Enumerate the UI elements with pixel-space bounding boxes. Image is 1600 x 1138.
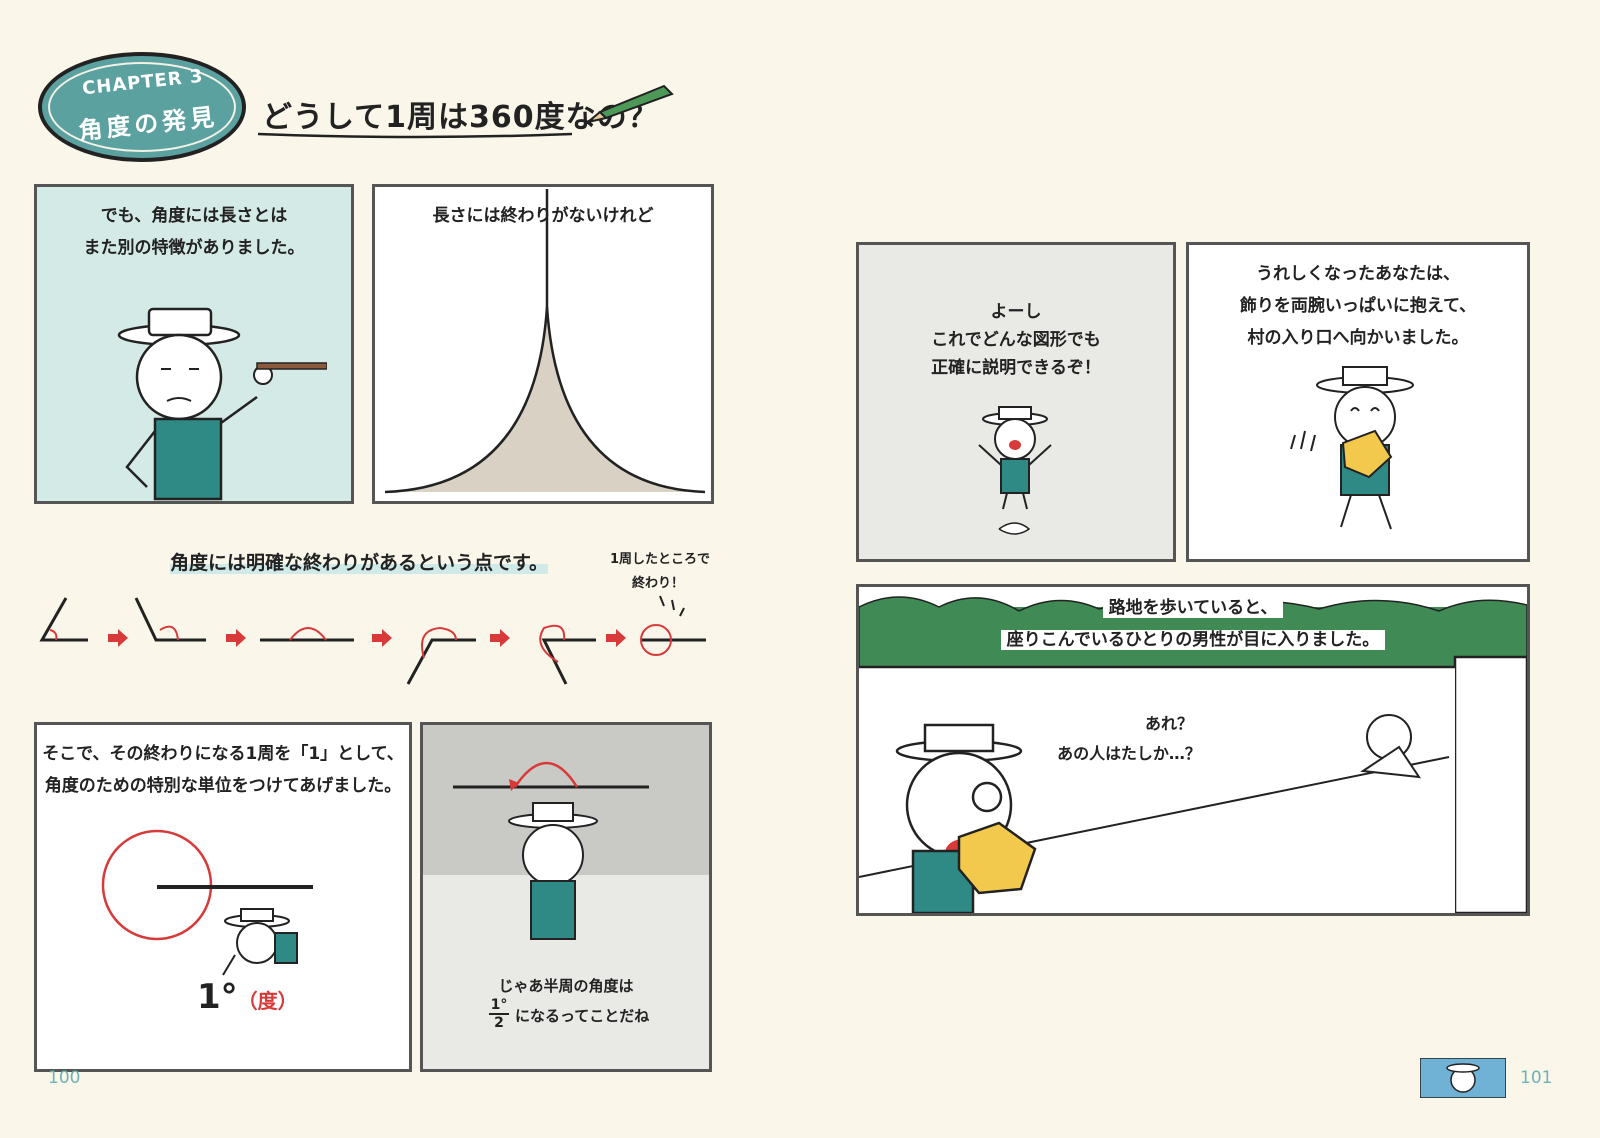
- caption-side-line2: 終わり！: [632, 576, 685, 591]
- panel-6-line3: 村の入り口へ向かいました。: [1247, 328, 1469, 348]
- full-turn-diagram: [101, 829, 313, 976]
- panel-7: 路地を歩いていると、 座りこんでいるひとりの男性が目に入りました。 あれ？ あの…: [856, 584, 1530, 916]
- caption-side-line1: 1周したところで: [610, 552, 711, 567]
- panel-1: でも、角度には長さとは また別の特徴がありました。: [34, 184, 354, 504]
- panel-5: よーし これでどんな図形でも 正確に説明できるぞ！: [856, 242, 1176, 562]
- pencil-icon: [587, 84, 674, 124]
- panel-2: 長さには終わりがないけれど: [372, 184, 714, 504]
- angle-sequence-diagram: [39, 595, 706, 685]
- half-turn-diagram: [453, 761, 649, 940]
- page-number-left: 100: [48, 1068, 81, 1088]
- panel-5-line2: これでどんな図形でも: [931, 330, 1101, 350]
- panel-3: そこで、その終わりになる1周を「1」として、 角度のための特別な単位をつけてあげ…: [34, 722, 412, 1072]
- page-title: どうして1周は360度なの？: [262, 100, 659, 135]
- panel-2-line1: 長さには終わりがないけれど: [432, 206, 654, 226]
- panel-5-line3: 正確に説明できるぞ！: [931, 358, 1101, 378]
- character-jumping: [978, 406, 1052, 535]
- panel-7-line2: 座りこんでいるひとりの男性が目に入りました。: [859, 625, 1527, 655]
- character-thinking: [117, 307, 327, 501]
- caption-mid: 角度には明確な終わりがあるという点です。: [170, 552, 549, 574]
- panel-6: うれしくなったあなたは、 飾りを両腕いっぱいに抱えて、 村の入り口へ向かいました…: [1186, 242, 1530, 562]
- character-carrying: [1290, 366, 1414, 530]
- panel-4-line2: になるってことだね: [515, 1007, 650, 1025]
- panel-5-line1: よーし: [990, 302, 1042, 322]
- unit-label: （度）: [237, 989, 298, 1013]
- panel-7-line4: あの人はたしか…？: [1057, 744, 1201, 763]
- title-underline: [257, 132, 573, 139]
- panel-4: じゃあ半周の角度は 1° 2 になるってことだね: [420, 722, 712, 1072]
- panel-6-line2: 飾りを両腕いっぱいに抱えて、: [1239, 296, 1477, 316]
- chapter-badge: [38, 52, 246, 162]
- panel-3-line1: そこで、その終わりになる1周を「1」として、: [42, 744, 404, 764]
- panel-7-line3: あれ？: [1144, 714, 1193, 733]
- panel-6-line1: うれしくなったあなたは、: [1256, 264, 1460, 284]
- page-number-right: 101: [1520, 1068, 1553, 1088]
- unit-value: 1°（度）: [197, 977, 298, 1017]
- fraction: 1° 2: [489, 997, 509, 1031]
- infinite-length-diagram: [384, 189, 706, 494]
- panel-3-line2: 角度のための特別な単位をつけてあげました。: [44, 776, 402, 796]
- panel-4-line1: じゃあ半周の角度は: [498, 977, 634, 995]
- panel-1-line2: また別の特徴がありました。: [83, 238, 305, 258]
- panel-1-line1: でも、角度には長さとは: [100, 206, 288, 226]
- panel-7-line1: 路地を歩いていると、: [859, 593, 1527, 623]
- character-thumbnail-icon: [1420, 1058, 1506, 1098]
